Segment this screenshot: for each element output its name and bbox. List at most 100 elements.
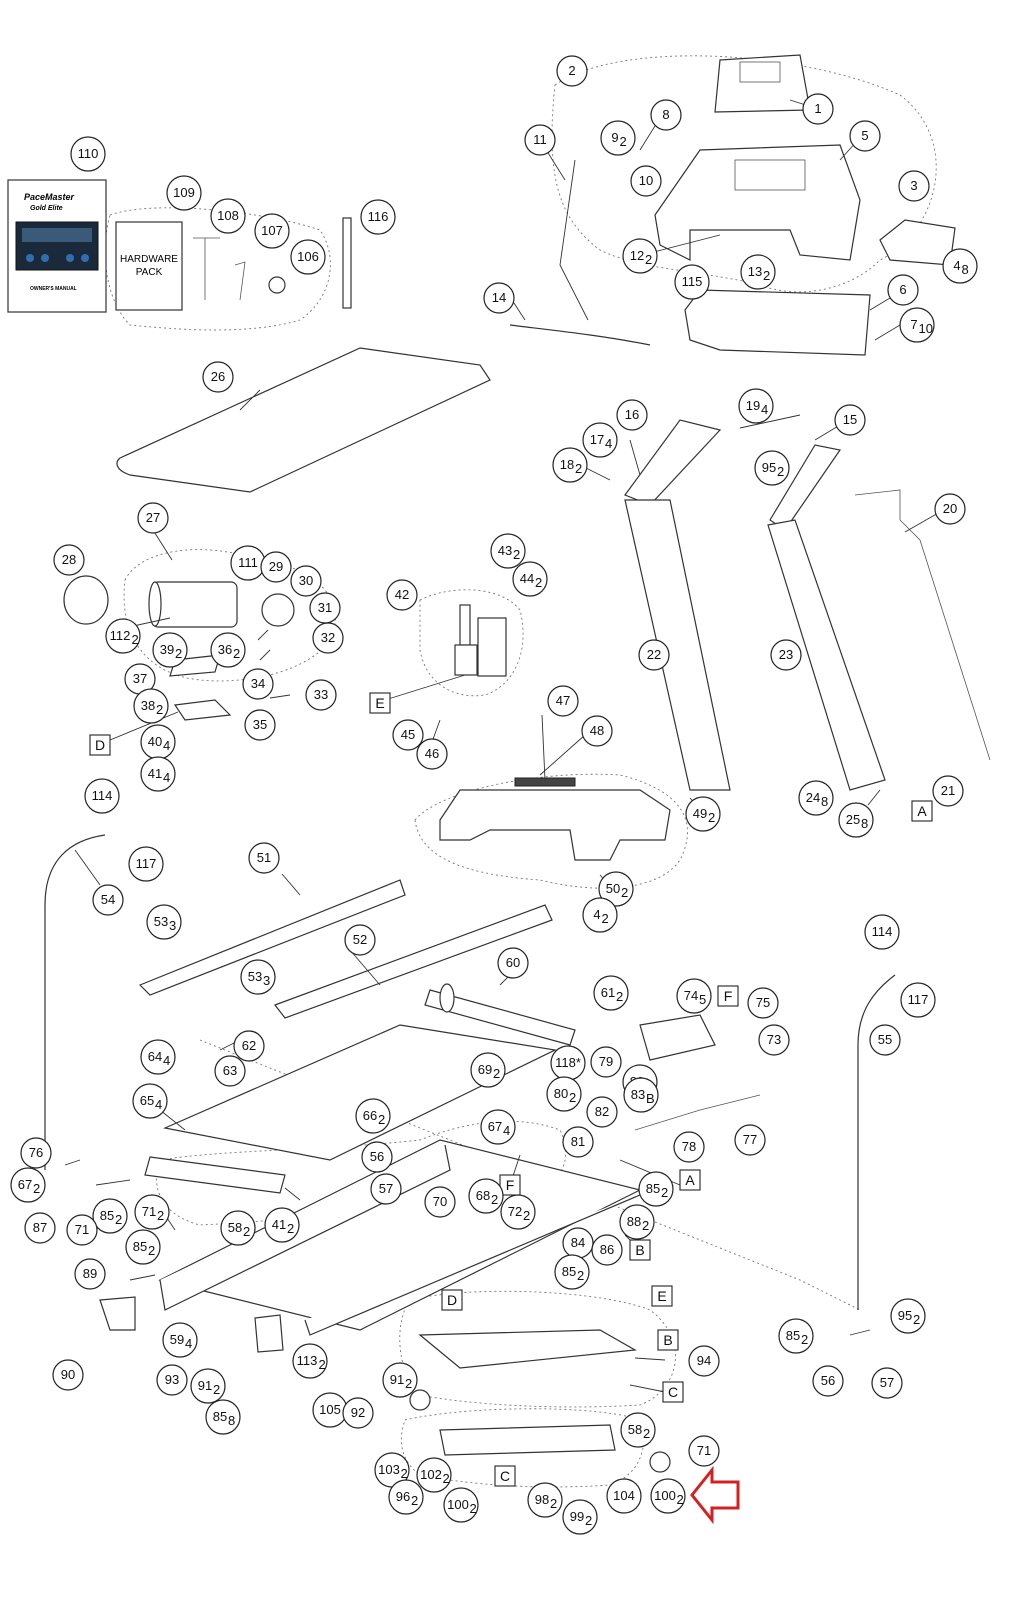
callout-71: 71 bbox=[688, 1435, 720, 1467]
callout-balloon bbox=[899, 307, 935, 343]
callout-number: 15 bbox=[843, 412, 857, 427]
callout-balloon bbox=[290, 565, 322, 597]
callout-number: 44 bbox=[520, 571, 534, 586]
callout-balloon bbox=[685, 796, 721, 832]
callout-number: 9 bbox=[611, 130, 618, 145]
callout-number: 94 bbox=[697, 1353, 711, 1368]
callout-balloon bbox=[770, 639, 802, 671]
callout-quantity: 2 bbox=[319, 1357, 326, 1372]
callout-number: 118* bbox=[555, 1055, 581, 1070]
callout-balloon bbox=[166, 175, 202, 211]
callout-balloon bbox=[734, 1124, 766, 1156]
callout-56: 56 bbox=[812, 1365, 844, 1397]
callout-balloon bbox=[416, 1457, 452, 1493]
callout-quantity: 2 bbox=[493, 1066, 500, 1081]
callout-balloon bbox=[849, 120, 881, 152]
callout-balloon bbox=[676, 978, 712, 1014]
callout-balloon bbox=[443, 1487, 479, 1523]
callout-number: 67 bbox=[18, 1177, 32, 1192]
callout-balloon bbox=[342, 1397, 374, 1429]
callout-3: 3 bbox=[898, 170, 930, 202]
callout-number: 90 bbox=[61, 1367, 75, 1382]
callout-number: 88 bbox=[627, 1214, 641, 1229]
callout-balloon bbox=[125, 1229, 161, 1265]
callout-quantity: 2 bbox=[645, 252, 652, 267]
ref-box-frame bbox=[629, 1239, 651, 1261]
callout-quantity: 2 bbox=[523, 1208, 530, 1223]
callout-20: 20 bbox=[934, 493, 966, 525]
callout-balloon bbox=[344, 924, 376, 956]
callout-number: 35 bbox=[253, 717, 267, 732]
callout-balloon bbox=[890, 1298, 926, 1334]
callout-number: 41 bbox=[148, 766, 162, 781]
ref-box-C: C bbox=[662, 1381, 684, 1403]
callout-balloon bbox=[638, 1171, 674, 1207]
callout-balloon bbox=[802, 93, 834, 125]
callout-8: 8 bbox=[650, 99, 682, 131]
callout-number: 116 bbox=[368, 209, 389, 224]
callout-balloon bbox=[210, 198, 246, 234]
callout-quantity: 2 bbox=[233, 646, 240, 661]
callout-balloon bbox=[305, 679, 337, 711]
manual-brand: PaceMaster bbox=[24, 192, 75, 202]
callout-number: 95 bbox=[898, 1308, 912, 1323]
callout-87: 87 bbox=[24, 1212, 56, 1244]
callout-92: 92 bbox=[342, 1397, 374, 1429]
callout-quantity: 4 bbox=[163, 770, 170, 785]
callout-number: 7 bbox=[910, 317, 917, 332]
callout-number: 60 bbox=[506, 955, 520, 970]
callout-balloon bbox=[370, 1173, 402, 1205]
callout-quantity: 4 bbox=[185, 1336, 192, 1351]
callout-balloon bbox=[140, 756, 176, 792]
callout-31: 31 bbox=[309, 592, 341, 624]
callout-balloon bbox=[152, 632, 188, 668]
callout-33: 33 bbox=[305, 679, 337, 711]
callout-number: 112 bbox=[110, 628, 131, 643]
callout-number: 80 bbox=[554, 1086, 568, 1101]
callout-balloon bbox=[740, 254, 776, 290]
callout-balloon bbox=[220, 1210, 256, 1246]
ref-box-letter: D bbox=[95, 737, 105, 753]
callout-number: 76 bbox=[29, 1145, 43, 1160]
callout-number: 85 bbox=[646, 1181, 660, 1196]
callout-number: 55 bbox=[878, 1032, 892, 1047]
callout-balloon bbox=[134, 1194, 170, 1230]
callout-number: 2 bbox=[568, 63, 575, 78]
callout-number: 8 bbox=[662, 107, 669, 122]
ref-box-frame bbox=[89, 734, 111, 756]
callout-quantity: 2 bbox=[585, 1513, 592, 1528]
callout-number: 115 bbox=[682, 274, 703, 289]
callout-balloon bbox=[650, 1478, 686, 1514]
callout-86: 86 bbox=[591, 1234, 623, 1266]
callout-balloon bbox=[92, 884, 124, 916]
callout-number: 6 bbox=[899, 282, 906, 297]
callout-76: 76 bbox=[20, 1137, 52, 1169]
callout-quantity: 4 bbox=[605, 436, 612, 451]
callout-71: 71 bbox=[66, 1214, 98, 1246]
callout-balloon bbox=[562, 1499, 598, 1535]
callout-75: 75 bbox=[747, 987, 779, 1019]
callout-balloon bbox=[590, 1046, 622, 1078]
callout-number: 105 bbox=[319, 1402, 341, 1417]
ref-box-frame bbox=[679, 1169, 701, 1191]
callout-number: 72 bbox=[508, 1204, 522, 1219]
manual-model: Gold Elite bbox=[30, 205, 63, 212]
callout-quantity: 8 bbox=[962, 262, 969, 277]
callout-51: 51 bbox=[248, 842, 280, 874]
callout-quantity: 2 bbox=[550, 1496, 557, 1511]
callout-117: 117 bbox=[900, 982, 936, 1018]
callout-number: 48 bbox=[590, 723, 604, 738]
callout-number: 87 bbox=[33, 1220, 47, 1235]
callout-114: 114 bbox=[84, 778, 120, 814]
